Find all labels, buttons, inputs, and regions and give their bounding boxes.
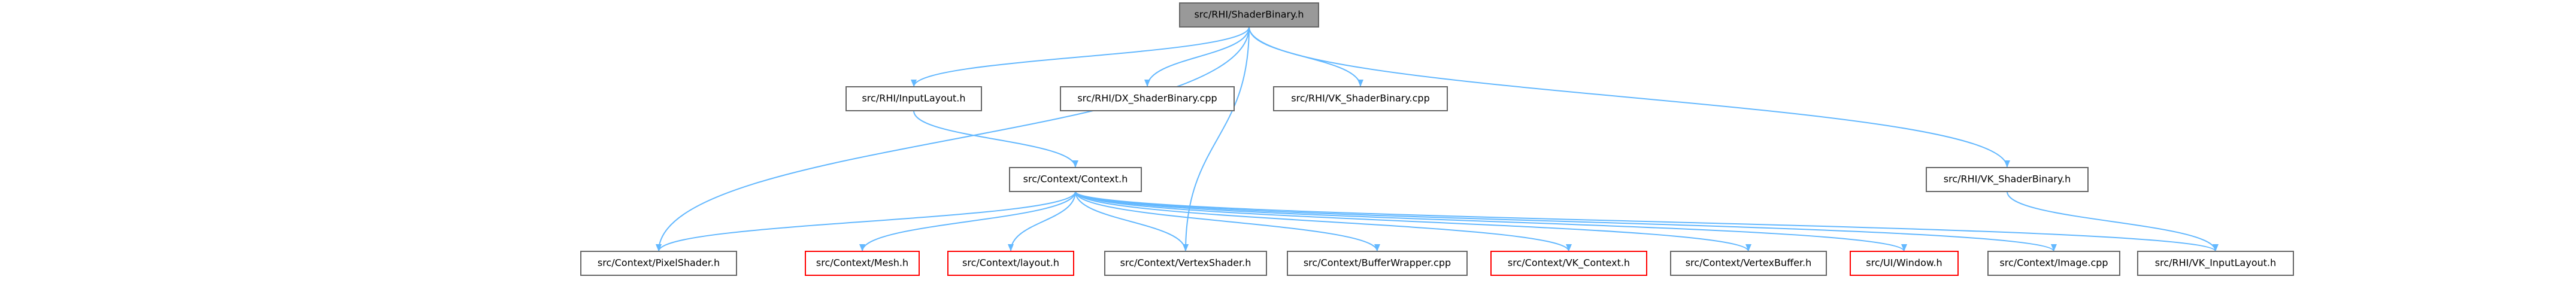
node-label: src/RHI/DX_ShaderBinary.cpp [1077, 93, 1217, 105]
node-label: src/Context/Image.cpp [1999, 257, 2108, 269]
node-label: src/RHI/VK_ShaderBinary.h [1944, 174, 2071, 186]
node-image_cpp[interactable]: src/Context/Image.cpp [1987, 251, 2120, 276]
node-vertexshader_h[interactable]: src/Context/VertexShader.h [1104, 251, 1267, 276]
node-label: src/RHI/VK_ShaderBinary.cpp [1291, 93, 1429, 105]
node-box [580, 251, 737, 276]
node-box [1009, 167, 1142, 192]
node-label: src/Context/VK_Context.h [1508, 257, 1630, 269]
edge-context_h-to-vertexshader_h [1075, 191, 1189, 252]
node-layer: src/RHI/ShaderBinary.h src/RHI/InputLayou… [580, 2, 2294, 276]
node-box [1670, 251, 1827, 276]
edge-layer [656, 26, 2219, 252]
node-box [1060, 86, 1235, 111]
node-vk_inputlayout_h[interactable]: src/RHI/VK_InputLayout.h [2137, 251, 2294, 276]
edge-context_h-to-image_cpp [1075, 191, 2057, 252]
node-label: src/Context/BufferWrapper.cpp [1304, 257, 1451, 269]
node-layout_h[interactable]: src/Context/layout.h [947, 251, 1074, 276]
edge-root-to-vertexshader_h [1183, 26, 1250, 252]
node-box [1273, 86, 1448, 111]
node-box [1179, 2, 1319, 28]
edge-context_h-to-vk_context_h [1075, 191, 1572, 252]
edge-context_h-to-vertexbuffer_h [1075, 191, 1751, 252]
edge-context_h-to-vk_inputlayout_h [1075, 191, 2219, 252]
node-label: src/Context/layout.h [962, 257, 1059, 269]
node-box [1987, 251, 2120, 276]
edge-vk_shaderbinary_h-to-vk_inputlayout_h [2007, 191, 2219, 252]
node-label: src/RHI/VK_InputLayout.h [2155, 257, 2277, 269]
edge-context_h-to-mesh_h [859, 191, 1076, 252]
node-box [805, 251, 920, 276]
node-label: src/Context/PixelShader.h [598, 257, 720, 269]
node-box [1850, 251, 1959, 276]
node-box [1490, 251, 1647, 276]
edge-root-to-rhi_inputlayout [911, 26, 1250, 87]
node-box [947, 251, 1074, 276]
node-box [1104, 251, 1267, 276]
node-vk_shaderbinary_cpp[interactable]: src/RHI/VK_ShaderBinary.cpp [1273, 86, 1448, 111]
edge-root-to-vk_shaderbinary_h [1248, 26, 2010, 168]
node-pixelshader_h[interactable]: src/Context/PixelShader.h [580, 251, 737, 276]
edge-context_h-to-layout_h [1008, 191, 1076, 252]
node-root[interactable]: src/RHI/ShaderBinary.h [1179, 2, 1319, 28]
edge-root-to-pixelshader_h [656, 26, 1250, 252]
edge-root-to-dx_shaderbinary_cpp [1144, 26, 1250, 87]
node-label: src/RHI/ShaderBinary.h [1194, 9, 1304, 20]
edge-rhi_inputlayout-to-context_h [913, 110, 1078, 168]
node-box [2137, 251, 2294, 276]
node-context_h[interactable]: src/Context/Context.h [1009, 167, 1142, 192]
node-label: src/Context/Mesh.h [816, 257, 908, 269]
node-label: src/Context/Context.h [1023, 174, 1128, 185]
node-dx_shaderbinary_cpp[interactable]: src/RHI/DX_ShaderBinary.cpp [1060, 86, 1235, 111]
node-vertexbuffer_h[interactable]: src/Context/VertexBuffer.h [1670, 251, 1827, 276]
node-box [845, 86, 982, 111]
edge-context_h-to-bufferwrapper_cpp [1075, 191, 1380, 252]
node-bufferwrapper_cpp[interactable]: src/Context/BufferWrapper.cpp [1287, 251, 1468, 276]
node-rhi_inputlayout[interactable]: src/RHI/InputLayout.h [845, 86, 982, 111]
node-window_h[interactable]: src/UI/Window.h [1850, 251, 1959, 276]
node-mesh_h[interactable]: src/Context/Mesh.h [805, 251, 920, 276]
node-vk_context_h[interactable]: src/Context/VK_Context.h [1490, 251, 1647, 276]
node-label: src/UI/Window.h [1866, 257, 1942, 269]
node-box [1926, 167, 2089, 192]
edge-context_h-to-pixelshader_h [656, 191, 1076, 252]
node-label: src/RHI/InputLayout.h [862, 93, 965, 104]
node-vk_shaderbinary_h[interactable]: src/RHI/VK_ShaderBinary.h [1926, 167, 2089, 192]
edge-context_h-to-window_h [1075, 191, 1907, 252]
node-box [1287, 251, 1468, 276]
node-label: src/Context/VertexBuffer.h [1686, 257, 1812, 269]
node-label: src/Context/VertexShader.h [1120, 257, 1251, 269]
